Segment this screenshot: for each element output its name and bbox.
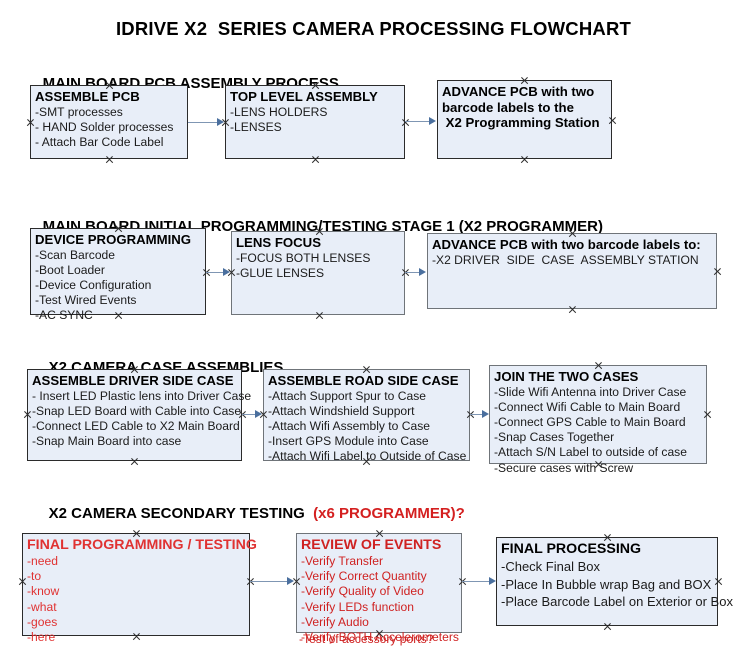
connector-assemble-pcb-to-top-level [188, 122, 218, 123]
connector-top-level-to-advance-pcb [405, 121, 429, 122]
box-assemble-road-side-case[interactable]: ASSEMBLE ROAD SIDE CASE -Attach Support … [263, 369, 470, 464]
box-line: -LENS HOLDERS [230, 104, 328, 119]
arrowhead-icon [489, 576, 496, 585]
box-heading: DEVICE PROGRAMMING [35, 232, 192, 247]
box-line: -Attach Wifi Label to Outside of Case [268, 449, 467, 464]
box-line: -here [27, 630, 56, 645]
box-line: -Attach Support Spur to Case [268, 388, 426, 403]
page-title: IDRIVE X2 SERIES CAMERA PROCESSING FLOWC… [115, 18, 632, 39]
box-line: -SMT processes [35, 104, 123, 119]
box-final-programming-testing[interactable]: FINAL PROGRAMMING / TESTING -need -to -k… [22, 533, 257, 644]
arrowhead-icon [217, 117, 224, 126]
box-line: -Verify BOTH Accelerometers [301, 630, 459, 645]
box-final-processing[interactable]: FINAL PROCESSING -Check Final Box -Place… [496, 537, 733, 626]
box-line: -Scan Barcode [35, 247, 115, 262]
box-heading: JOIN THE TWO CASES [494, 369, 639, 384]
box-overflow-line: -Test of accessory ports? [299, 632, 434, 646]
box-line: -Connect Wifi Cable to Main Board [494, 399, 681, 414]
box-line: - Attach Bar Code Label [35, 134, 164, 149]
box-heading: ADVANCE PCB with two barcode labels to t… [442, 84, 600, 130]
box-line: -Attach Windshield Support [268, 403, 415, 418]
box-line: -Slide Wifi Antenna into Driver Case [494, 384, 687, 399]
arrowhead-icon [223, 267, 230, 276]
box-line: -GLUE LENSES [236, 265, 325, 280]
box-heading: ASSEMBLE PCB [35, 89, 140, 104]
box-top-level-assembly[interactable]: TOP LEVEL ASSEMBLY -LENS HOLDERS -LENSES [225, 85, 405, 159]
box-line: -X2 DRIVER SIDE CASE ASSEMBLY STATION [432, 252, 699, 267]
box-heading: FINAL PROCESSING [501, 541, 642, 557]
arrowhead-icon [429, 116, 436, 125]
connector-final-programming-to-review-of-events [250, 581, 288, 582]
box-line: -Verify Correct Quantity [301, 569, 427, 584]
box-line: -AC SYNC [35, 308, 93, 323]
arrowhead-icon [482, 409, 489, 418]
box-line: -Secure cases with Screw [494, 460, 634, 475]
section-title-x2-camera-secondary-testing: X2 CAMERA SECONDARY TESTING (x6 PROGRAMM… [32, 488, 465, 539]
box-line: -Boot Loader [35, 262, 105, 277]
box-line: -FOCUS BOTH LENSES [236, 250, 371, 265]
box-line: -Snap LED Board with Cable into Case [32, 403, 242, 418]
box-line: -Attach S/N Label to outside of case [494, 445, 687, 460]
box-heading: TOP LEVEL ASSEMBLY [230, 89, 378, 104]
arrowhead-icon [287, 576, 294, 585]
box-heading: ASSEMBLE DRIVER SIDE CASE [32, 373, 234, 388]
box-line: -Verify Transfer [301, 554, 383, 568]
box-line: -Verify LEDs function [301, 599, 414, 614]
box-line: - Insert LED Plastic lens into Driver Ca… [32, 388, 252, 403]
box-line: -Snap Cases Together [494, 430, 615, 445]
box-line: -Verify Quality of Video [301, 584, 424, 599]
box-heading: ADVANCE PCB with two barcode labels to: [432, 237, 701, 252]
box-lens-focus[interactable]: LENS FOCUS -FOCUS BOTH LENSES -GLUE LENS… [231, 231, 405, 315]
box-line: -Connect LED Cable to X2 Main Board [32, 418, 240, 433]
box-line: -goes [27, 614, 58, 629]
connector-driver-case-to-road-case [242, 414, 256, 415]
box-heading: LENS FOCUS [236, 235, 321, 250]
section-title-accent: (x6 PROGRAMMER)? [313, 505, 465, 522]
section-title-text: X2 CAMERA SECONDARY TESTING [48, 505, 314, 522]
box-line: -Connect GPS Cable to Main Board [494, 414, 686, 429]
box-join-the-two-cases[interactable]: JOIN THE TWO CASES -Slide Wifi Antenna i… [489, 365, 707, 475]
box-line: -Snap Main Board into case [32, 434, 182, 449]
arrowhead-icon [419, 267, 426, 276]
box-review-of-events[interactable]: REVIEW OF EVENTS -Verify Transfer -Verif… [296, 533, 462, 644]
box-line: -Place In Bubble wrap Bag and BOX [501, 576, 712, 592]
box-line: -Attach Wifi Assembly to Case [268, 418, 430, 433]
box-advance-pcb-driver-side-case[interactable]: ADVANCE PCB with two barcode labels to: … [427, 233, 717, 309]
box-line: -Check Final Box [501, 559, 600, 574]
box-line: -Verify Audio [301, 614, 369, 629]
box-line: -Place Barcode Label on Exterior or Box [501, 594, 733, 609]
box-heading: FINAL PROGRAMMING / TESTING [27, 537, 257, 553]
box-line: - HAND Solder processes [35, 119, 174, 134]
connector-road-case-to-join-cases [470, 414, 483, 415]
box-heading: REVIEW OF EVENTS [301, 537, 442, 553]
arrowhead-icon [255, 409, 262, 418]
box-line: -need [27, 554, 58, 568]
connector-review-of-events-to-final-processing [462, 581, 490, 582]
box-line: -Device Configuration [35, 277, 152, 292]
box-line: -know [27, 584, 60, 599]
box-heading: ASSEMBLE ROAD SIDE CASE [268, 373, 459, 388]
connector-device-programming-to-lens-focus [206, 272, 224, 273]
box-line: -what [27, 599, 57, 614]
box-advance-pcb-programming-station[interactable]: ADVANCE PCB with two barcode labels to t… [437, 80, 612, 159]
box-device-programming[interactable]: DEVICE PROGRAMMING -Scan Barcode -Boot L… [30, 228, 206, 322]
box-line: -Test Wired Events [35, 293, 137, 308]
box-line: -to [27, 569, 42, 584]
box-assemble-driver-side-case[interactable]: ASSEMBLE DRIVER SIDE CASE - Insert LED P… [27, 369, 252, 461]
box-line: -LENSES [230, 119, 282, 134]
box-assemble-pcb[interactable]: ASSEMBLE PCB -SMT processes - HAND Solde… [30, 85, 188, 159]
connector-lens-focus-to-advance-pcb [405, 272, 420, 273]
box-line: -Insert GPS Module into Case [268, 434, 429, 449]
